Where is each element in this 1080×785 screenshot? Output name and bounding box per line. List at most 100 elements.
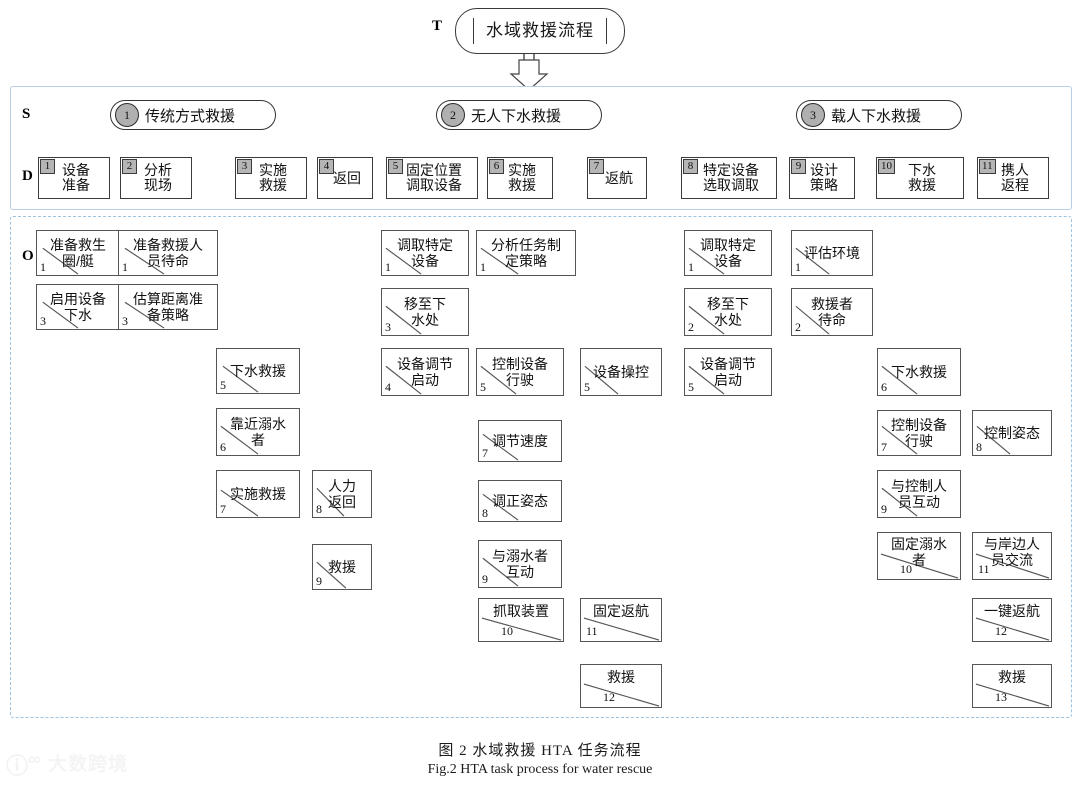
operation-label: 救援: [328, 559, 356, 575]
row-label-operation: O: [22, 248, 34, 264]
decomposition-node-5[interactable]: 5 固定位置 调取设备: [386, 157, 478, 199]
operation-node-trad-7[interactable]: 实施救援 7: [216, 470, 300, 518]
operation-label: 控制设备 行驶: [891, 417, 947, 449]
task-node[interactable]: 水域救援流程: [455, 8, 625, 54]
operation-node-unm-8[interactable]: 调正姿态 8: [478, 480, 562, 522]
operation-node-trad-4[interactable]: 估算距离准 备策略 3: [118, 284, 218, 330]
figure-caption-en: Fig.2 HTA task process for water rescue: [427, 762, 653, 777]
decomposition-label: 固定位置 调取设备: [406, 162, 462, 193]
operation-label: 移至下 水处: [404, 296, 446, 328]
operation-node-man-8[interactable]: 控制姿态 8: [972, 410, 1052, 456]
operation-number: 7: [881, 440, 887, 454]
decomposition-node-9[interactable]: 9 设计 策略: [789, 157, 855, 199]
operation-number: 8: [482, 506, 488, 520]
diagonal-marker: [881, 487, 918, 517]
diagonal-marker: [482, 493, 519, 521]
operation-number: 1: [795, 260, 801, 274]
strategy-badge: 2: [441, 103, 465, 127]
diagonal-marker: [222, 365, 259, 393]
operation-node-man-3[interactable]: 移至下 水处 2: [684, 288, 772, 336]
operation-node-man-9[interactable]: 与控制人 员互动 9: [877, 470, 961, 518]
operation-label: 与岸边人 员交流: [984, 536, 1040, 568]
operation-label: 设备操控: [593, 364, 649, 380]
decomposition-node-3[interactable]: 3 实施 救援: [235, 157, 307, 199]
operation-number: 8: [316, 502, 322, 516]
diagonal-marker: [881, 365, 918, 395]
operation-node-unm-5[interactable]: 控制设备 行驶 5: [476, 348, 564, 396]
operation-node-unm-7[interactable]: 调节速度 7: [478, 420, 562, 462]
operation-node-man-1[interactable]: 调取特定 设备 1: [684, 230, 772, 276]
operation-node-man-2[interactable]: 评估环境 1: [791, 230, 873, 276]
operation-node-unm-12[interactable]: 救援 12: [580, 664, 662, 708]
operation-node-man-4[interactable]: 救援者 待命 2: [791, 288, 873, 336]
operation-number: 5: [220, 378, 226, 392]
decomposition-label: 携人 返程: [1001, 162, 1029, 193]
decomposition-label: 实施 救援: [508, 162, 536, 193]
operation-node-trad-5[interactable]: 下水救援 5: [216, 348, 300, 394]
operation-node-unm-6[interactable]: 设备操控 5: [580, 348, 662, 396]
operation-node-unm-3[interactable]: 移至下 水处 3: [381, 288, 469, 336]
operation-node-man-12[interactable]: 一键返航 12: [972, 598, 1052, 642]
decomposition-node-7[interactable]: 7 返航: [587, 157, 647, 199]
operation-node-unm-9[interactable]: 与溺水者 互动 9: [478, 540, 562, 588]
strategy-node-3[interactable]: 3 载人下水救援: [796, 100, 962, 130]
operation-node-unm-4[interactable]: 设备调节 启动 4: [381, 348, 469, 396]
operation-number: 12: [603, 690, 615, 704]
diagonal-marker: [688, 247, 725, 275]
operation-node-man-6[interactable]: 下水救援 6: [877, 348, 961, 396]
operation-label: 下水救援: [891, 364, 947, 380]
operation-node-unm-2[interactable]: 分析任务制 定策略 1: [476, 230, 576, 276]
operation-number: 9: [482, 572, 488, 586]
decomposition-node-8[interactable]: 8 特定设备 选取调取: [681, 157, 777, 199]
diagonal-marker: [976, 425, 1011, 455]
decomposition-label: 特定设备 选取调取: [703, 162, 759, 193]
figure-caption-cn: 图 2 水域救援 HTA 任务流程: [438, 743, 642, 759]
row-label-strategy: S: [22, 106, 31, 122]
decomposition-badge: 8: [683, 159, 698, 174]
operation-number: 10: [900, 562, 912, 576]
row-label-decomposition: D: [22, 168, 33, 184]
decomposition-badge: 3: [237, 159, 252, 174]
operation-label: 评估环境: [804, 245, 860, 261]
decomposition-node-10[interactable]: 10 下水 救援: [876, 157, 964, 199]
strategy-label: 无人下水救援: [471, 107, 562, 125]
decomposition-node-2[interactable]: 2 分析 现场: [120, 157, 192, 199]
decomposition-node-1[interactable]: 1 设备 准备: [38, 157, 110, 199]
operation-number: 13: [995, 690, 1007, 704]
strategy-node-2[interactable]: 2 无人下水救援: [436, 100, 602, 130]
operation-label: 设备调节 启动: [397, 356, 453, 388]
operation-node-man-7[interactable]: 控制设备 行驶 7: [877, 410, 961, 456]
operation-node-man-13[interactable]: 救援 13: [972, 664, 1052, 708]
strategy-node-1[interactable]: 1 传统方式救援: [110, 100, 276, 130]
operation-node-trad-2[interactable]: 准备救援人 员待命 1: [118, 230, 218, 276]
decomposition-node-6[interactable]: 6 实施 救援: [487, 157, 553, 199]
operation-node-unm-11[interactable]: 固定返航 11: [580, 598, 662, 642]
operation-node-man-5[interactable]: 设备调节 启动 5: [684, 348, 772, 396]
operation-number: 3: [122, 314, 128, 328]
operation-node-trad-6[interactable]: 靠近溺水 者 6: [216, 408, 300, 456]
operation-node-unm-10[interactable]: 抓取装置 10: [478, 598, 564, 642]
operation-node-trad-8[interactable]: 人力 返回 8: [312, 470, 372, 518]
operation-node-trad-1[interactable]: 准备救生 圈/艇 1: [36, 230, 120, 276]
operation-number: 1: [40, 260, 46, 274]
strategy-badge: 3: [801, 103, 825, 127]
diagonal-marker: [124, 247, 165, 275]
decomposition-label: 返航: [605, 169, 633, 186]
decomposition-node-11[interactable]: 11 携人 返程: [977, 157, 1049, 199]
diagonal-marker: [688, 365, 725, 395]
operation-node-man-10[interactable]: 固定溺水 者 10: [877, 532, 961, 580]
operation-node-unm-1[interactable]: 调取特定 设备 1: [381, 230, 469, 276]
operation-label: 实施救援: [230, 486, 286, 502]
operation-label: 控制设备 行驶: [492, 356, 548, 388]
operation-number: 8: [976, 440, 982, 454]
operation-label: 一键返航: [984, 603, 1040, 619]
decomposition-node-4[interactable]: 4 返回: [317, 157, 373, 199]
operation-node-man-11[interactable]: 与岸边人 员交流 11: [972, 532, 1052, 580]
operation-label: 调取特定 设备: [700, 237, 756, 269]
operation-node-trad-3[interactable]: 启用设备 下水 3: [36, 284, 120, 330]
operation-number: 3: [385, 320, 391, 334]
operation-number: 2: [795, 320, 801, 334]
operation-node-trad-9[interactable]: 救援 9: [312, 544, 372, 590]
diagonal-marker: [975, 683, 1050, 707]
diagonal-marker: [583, 683, 660, 707]
